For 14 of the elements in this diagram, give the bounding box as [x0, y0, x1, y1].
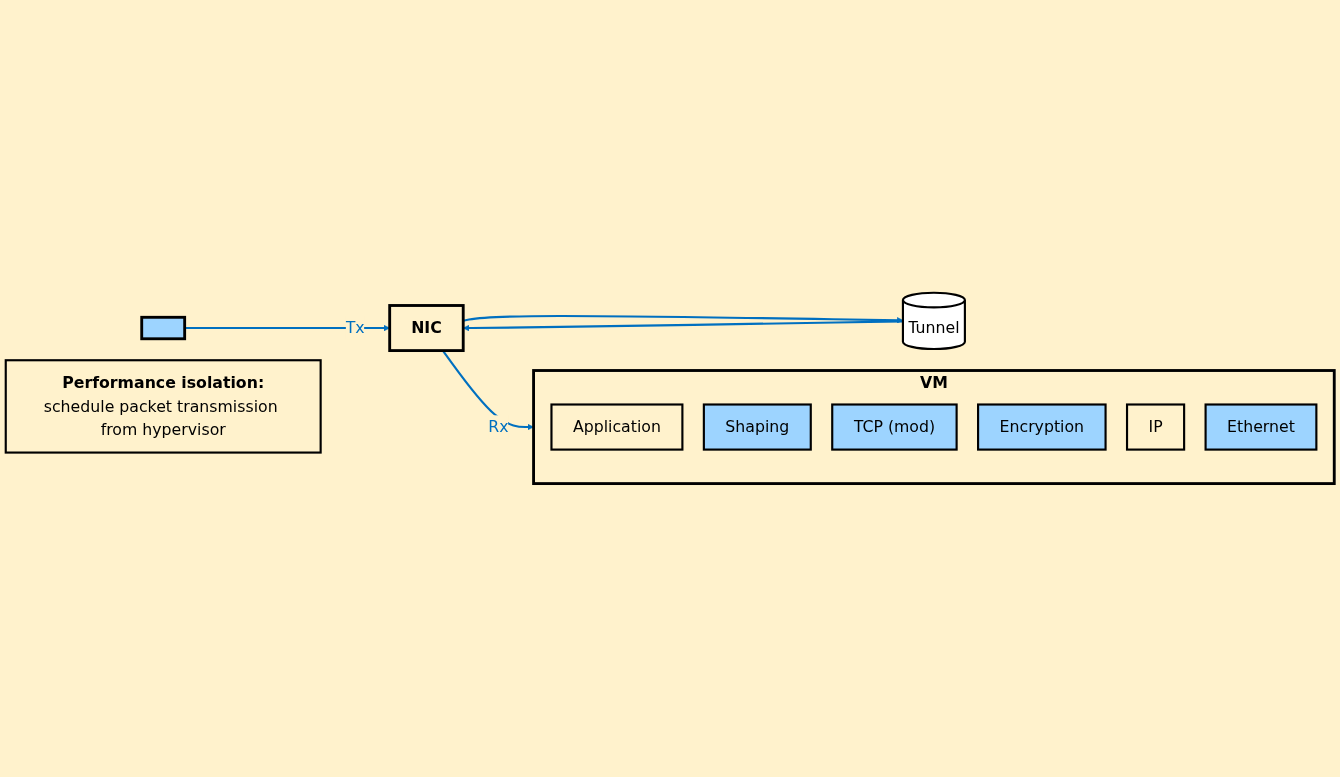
node-box: TCP (mod)	[831, 403, 958, 451]
arrow	[441, 350, 534, 431]
arrow	[463, 315, 904, 324]
node-box: Performance isolation: schedule packet transmission from hypervisor	[4, 359, 322, 454]
edge-label: Rx	[488, 418, 509, 437]
node-box: Ethernet	[1204, 403, 1318, 451]
arrow	[184, 325, 390, 332]
node-box: Shaping	[702, 403, 812, 451]
node-box: NIC	[388, 304, 465, 353]
node-box: IP	[1125, 403, 1186, 451]
node-box: Encryption	[977, 403, 1107, 451]
edge-label: Tx	[345, 319, 365, 338]
node-box: Application	[550, 403, 684, 451]
node-box	[140, 316, 187, 341]
